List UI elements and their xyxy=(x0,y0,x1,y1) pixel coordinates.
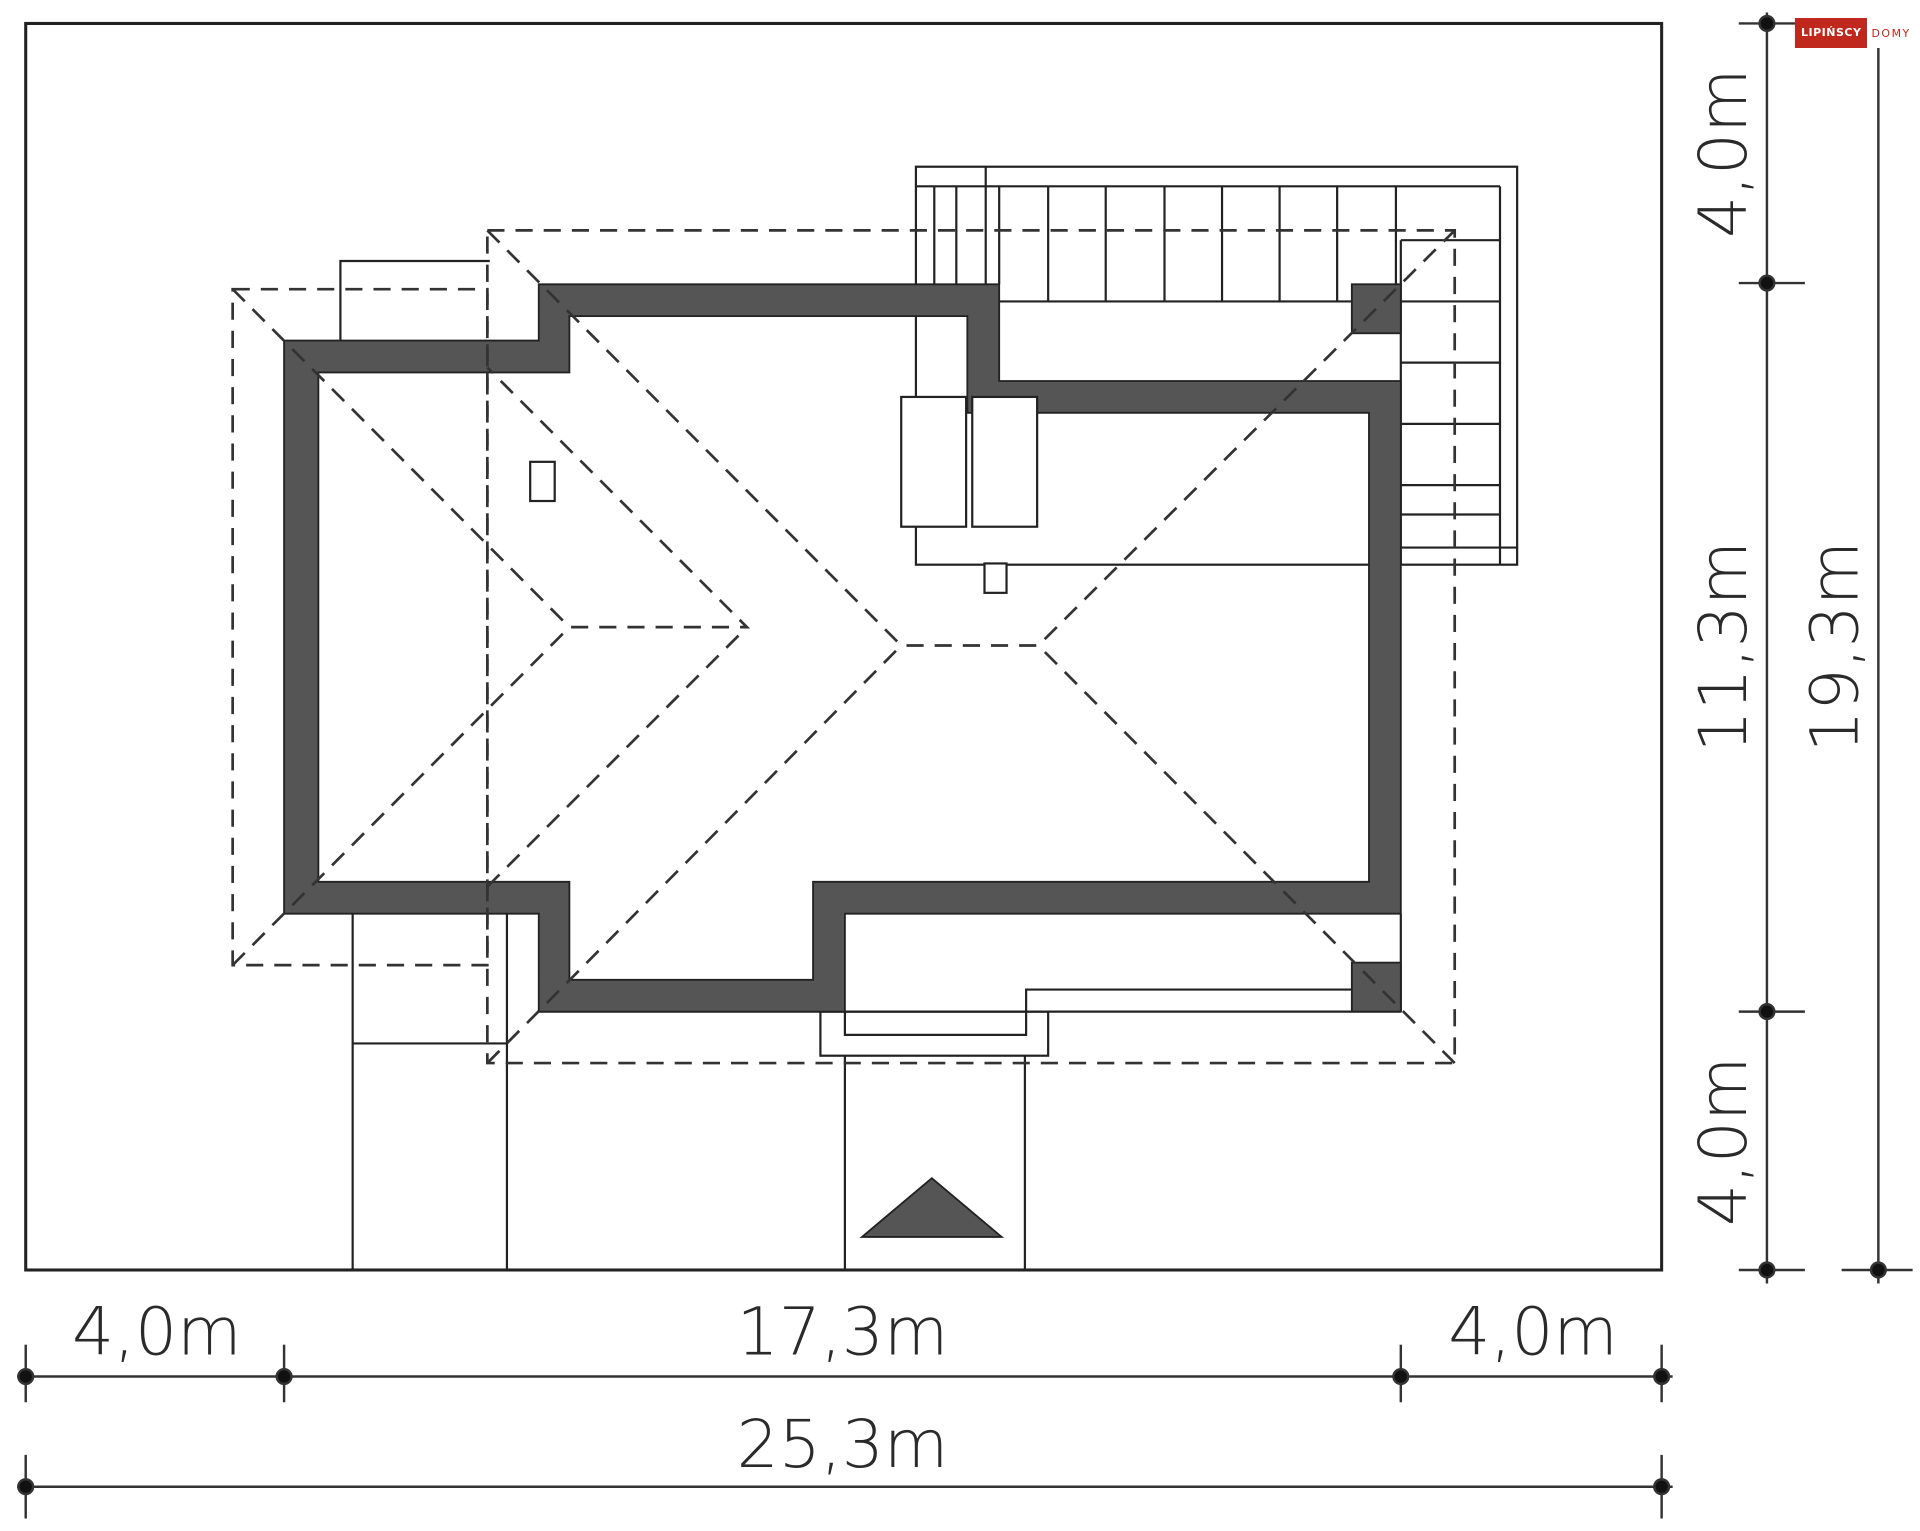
dim-bottom-setback: 4,0m xyxy=(1685,1057,1762,1227)
building-walls xyxy=(283,283,1402,1013)
logo-brand-text: DOMY xyxy=(1871,26,1911,40)
dim-left-setback: 4,0m xyxy=(72,1293,242,1370)
roof-outline xyxy=(231,229,1457,1065)
horizontal-dimensions xyxy=(17,1344,1673,1519)
dim-building-width: 17,3m xyxy=(737,1293,949,1370)
dim-right-setback: 4,0m xyxy=(1448,1293,1618,1370)
brand-logo: LIPIŃSCY DOMY xyxy=(1795,18,1915,48)
paths xyxy=(339,259,1402,1270)
logo-brand-box: LIPIŃSCY xyxy=(1795,18,1868,48)
dim-total-depth: 19,3m xyxy=(1797,541,1874,753)
dim-building-depth: 11,3m xyxy=(1685,541,1762,753)
roof-windows xyxy=(529,395,1039,594)
dim-total-width: 25,3m xyxy=(737,1406,949,1483)
plot-boundary xyxy=(24,21,1664,1272)
post-bottom-right xyxy=(1350,961,1402,1013)
dim-top-setback: 4,0m xyxy=(1685,68,1762,238)
vertical-dimensions xyxy=(1738,12,1913,1284)
entrance-arrow-icon xyxy=(859,1176,1005,1238)
